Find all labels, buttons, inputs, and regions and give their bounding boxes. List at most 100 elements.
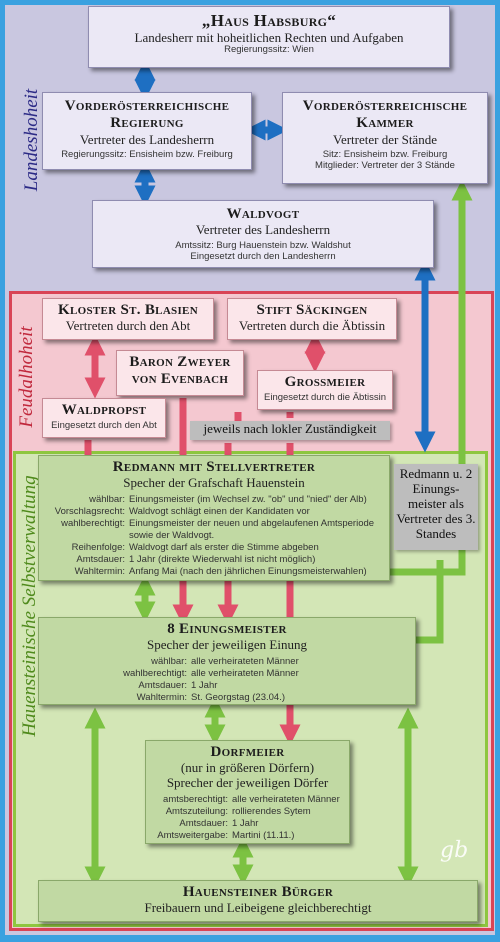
box-buerger: Hauensteiner Bürger Freibauern und Leibe… [38, 880, 478, 922]
signature: gb [440, 838, 469, 863]
einungsmeister-detail-row: Amtsdauer: 1 Jahr [39, 680, 415, 692]
redmann-detail-key [39, 530, 129, 542]
habsburg-detail: Regierungssitz: Wien [224, 44, 314, 56]
box-kloster: Kloster St. Blasien Vertreten durch den … [42, 298, 214, 340]
waldvogt-line: Vertreter des Landesherrn [195, 222, 331, 238]
redmann-detail-value: sowie der Waldvogt. [129, 530, 215, 542]
waldpropst-title: Waldpropst [61, 402, 147, 418]
redmann-detail-value: Waldvogt darf als erster die Stimme abge… [129, 542, 319, 554]
redmann-detail-row: wählbar: Einungsmeister (im Wechsel zw. "… [39, 494, 389, 506]
buerger-title: Hauensteiner Bürger [182, 884, 334, 900]
dorfmeier-detail-value: Martini (11.11.) [232, 830, 295, 842]
regierung-title-1: Vorderösterreichische [64, 98, 230, 114]
kammer-detail-2: Mitglieder: Vertreter der 3 Stände [315, 160, 455, 172]
arrow-redmann-kammer [390, 179, 473, 576]
redmann-detail-row: sowie der Waldvogt. [39, 530, 389, 542]
redmann-detail-row: Amtsdauer: 1 Jahr (direkte Wiederwahl ist… [39, 554, 389, 566]
note-zustaendigkeit: jeweils nach lokler Zuständigkeit [190, 421, 390, 440]
redmann-detail-key: wählbar: [89, 494, 125, 506]
habsburg-line: Landesherr mit hoheitlichen Rechten und … [134, 29, 404, 45]
redmann-detail-key: Vorschlagsrecht: [54, 506, 125, 518]
redmann-detail-value: Anfang Mai (nach den jährlichen Einungsm… [129, 566, 367, 578]
redmann-detail-row: wahlberechtigt: Einungsmeister der neuen … [39, 518, 389, 530]
dorfmeier-detail-key: Amtszuteilung: [165, 806, 228, 818]
dorfmeier-line-1: (nur in größeren Dörfern) [180, 760, 315, 776]
box-redmann: Redmann mit Stellvertreter Specher der G… [38, 455, 390, 581]
waldvogt-title: Waldvogt [226, 206, 300, 222]
dorfmeier-detail-value: rollierendes Sytem [232, 806, 311, 818]
note-vertreter: Redmann u. 2 Einungs-meister als Vertret… [394, 464, 478, 550]
redmann-detail-key: Reihenfolge: [71, 542, 125, 554]
dorfmeier-detail-row: Amtsweitergabe: Martini (11.11.) [146, 830, 349, 842]
einungsmeister-detail-row: wählbar: alle verheirateten Männer [39, 656, 415, 668]
box-kammer: Vorderösterreichische Kammer Vertreter d… [282, 92, 488, 184]
box-habsburg: „Haus Habsburg“ Landesherr mit hoheitlic… [88, 6, 450, 68]
einungsmeister-detail-value: alle verheirateten Männer [191, 668, 299, 680]
redmann-detail-value: Einungsmeister (im Wechsel zw. "ob" und … [129, 494, 367, 506]
dorfmeier-detail-row: Amtsdauer: 1 Jahr [146, 818, 349, 830]
regierung-detail: Regierungssitz: Ensisheim bzw. Freiburg [61, 149, 233, 161]
buerger-line: Freibauern und Leibeigene gleichberechti… [144, 900, 372, 916]
redmann-line: Specher der Grafschaft Hauenstein [123, 475, 305, 491]
dorfmeier-detail-value: 1 Jahr [232, 818, 259, 830]
redmann-detail-row: Reihenfolge: Waldvogt darf als erster die… [39, 542, 389, 554]
kammer-title-1: Vorderösterreichische [302, 98, 468, 114]
dorfmeier-detail-key: amtsberechtigt: [163, 794, 228, 806]
einungsmeister-detail-value: St. Georgstag (23.04.) [191, 692, 285, 704]
baron-title-1: Baron Zweyer [129, 354, 231, 370]
einungsmeister-detail-row: Wahltermin: St. Georgstag (23.04.) [39, 692, 415, 704]
dorfmeier-detail-row: Amtszuteilung: rollierendes Sytem [146, 806, 349, 818]
box-dorfmeier: Dorfmeier (nur in größeren Dörfern) Spre… [145, 740, 350, 844]
grossmeier-detail: Eingesetzt durch die Äbtissin [264, 392, 386, 404]
baron-title-2: von Evenbach [131, 371, 229, 388]
redmann-detail-key: Amtsdauer: [76, 554, 125, 566]
einungsmeister-detail-row: wahlberechtigt: alle verheirateten Männer [39, 668, 415, 680]
box-waldpropst: Waldpropst Eingesetzt durch den Abt [42, 398, 166, 438]
redmann-details: wählbar: Einungsmeister (im Wechsel zw. "… [39, 494, 389, 578]
dorfmeier-detail-key: Amtsweitergabe: [157, 830, 228, 842]
redmann-detail-row: Wahltermin: Anfang Mai (nach den jährlich… [39, 566, 389, 578]
stift-line: Vertreten durch die Äbtissin [238, 318, 386, 334]
einungsmeister-detail-key: wählbar: [151, 656, 187, 668]
dorfmeier-details: amtsberechtigt: alle verheirateten Männer… [146, 794, 349, 842]
einungsmeister-line: Specher der jeweiligen Einung [147, 637, 307, 653]
box-regierung: Vorderösterreichische Regierung Vertrete… [42, 92, 252, 170]
regierung-title-2: Regierung [110, 115, 184, 132]
box-einungsmeister: 8 Einungsmeister Specher der jeweiligen … [38, 617, 416, 705]
kammer-detail-1: Sitz: Ensisheim bzw. Freiburg [322, 149, 448, 161]
stift-title: Stift Säckingen [256, 302, 368, 318]
box-stift: Stift Säckingen Vertreten durch die Äbti… [227, 298, 397, 340]
dorfmeier-detail-value: alle verheirateten Männer [232, 794, 340, 806]
dorfmeier-detail-key: Amtsdauer: [179, 818, 228, 830]
habsburg-title: „Haus Habsburg“ [201, 11, 337, 30]
box-grossmeier: Grossmeier Eingesetzt durch die Äbtissin [257, 370, 393, 410]
grossmeier-title: Grossmeier [284, 374, 366, 390]
einungsmeister-title: 8 Einungsmeister [167, 621, 287, 637]
kammer-line: Vertreter der Stände [333, 131, 437, 147]
einungsmeister-detail-key: Amtsdauer: [138, 680, 187, 692]
waldpropst-detail: Eingesetzt durch den Abt [51, 420, 157, 432]
kloster-line: Vertreten durch den Abt [65, 318, 191, 334]
waldvogt-detail-1: Amtssitz: Burg Hauenstein bzw. Waldshut [175, 240, 351, 252]
einungsmeister-detail-value: alle verheirateten Männer [191, 656, 299, 668]
regierung-line: Vertreter des Landesherrn [79, 131, 215, 147]
kloster-title: Kloster St. Blasien [58, 302, 198, 318]
dorfmeier-title: Dorfmeier [210, 744, 285, 760]
einungsmeister-detail-key: wahlberechtigt: [123, 668, 187, 680]
redmann-detail-value: 1 Jahr (direkte Wiederwahl ist nicht mög… [129, 554, 316, 566]
dorfmeier-detail-row: amtsberechtigt: alle verheirateten Männer [146, 794, 349, 806]
redmann-detail-value: Waldvogt schlägt einen der Kandidaten vo… [129, 506, 310, 518]
redmann-detail-key: wahlberechtigt: [61, 518, 125, 530]
einungsmeister-detail-value: 1 Jahr [191, 680, 218, 692]
einungsmeister-detail-key: Wahltermin: [136, 692, 187, 704]
redmann-detail-key: Wahltermin: [74, 566, 125, 578]
redmann-detail-row: Vorschlagsrecht: Waldvogt schlägt einen d… [39, 506, 389, 518]
redmann-detail-value: Einungsmeister der neuen und abgelaufene… [129, 518, 375, 530]
dorfmeier-line-2: Sprecher der jeweiligen Dörfer [166, 775, 329, 791]
redmann-title: Redmann mit Stellvertreter [112, 459, 316, 475]
waldvogt-detail-2: Eingesetzt durch den Landesherrn [190, 251, 336, 263]
arrow-einung-kammer [415, 560, 444, 644]
box-baron: Baron Zweyer von Evenbach [116, 350, 244, 396]
box-waldvogt: Waldvogt Vertreter des Landesherrn Amtss… [92, 200, 434, 268]
